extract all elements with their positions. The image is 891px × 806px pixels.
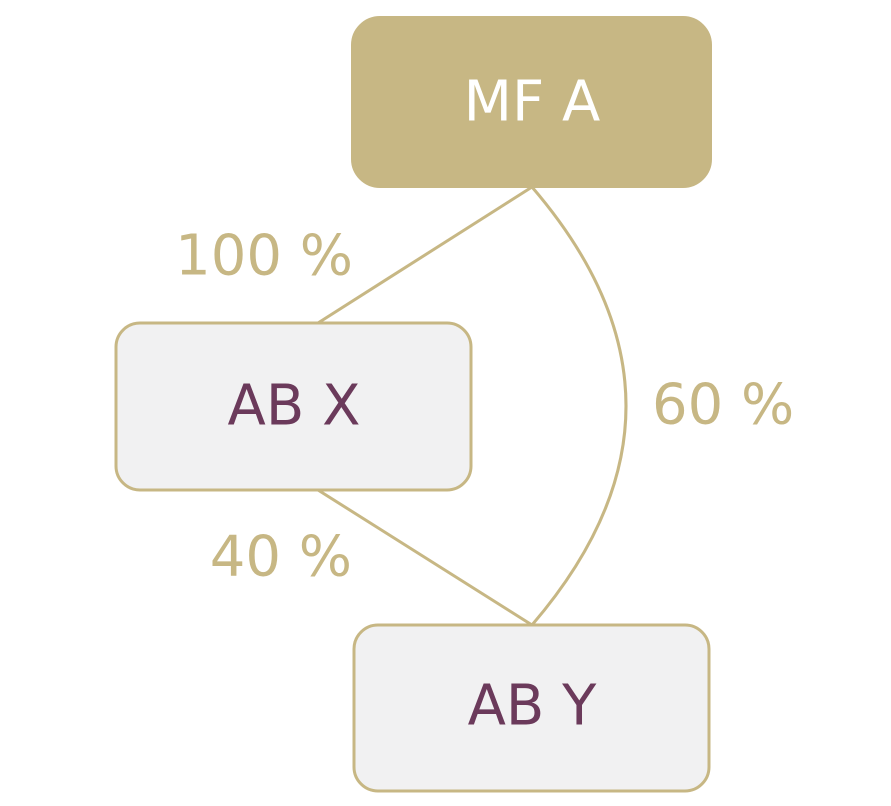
node-ab-y-box [352, 623, 711, 793]
node-ab-x[interactable]: AB X [114, 321, 473, 492]
node-mf-a-label: MF A [464, 70, 601, 135]
node-ab-x-label: AB X [228, 374, 361, 439]
node-mf-a-box [351, 16, 712, 188]
edge-label-ab-x-to-ab-y: 40 % [210, 525, 352, 590]
edge-mf-a-to-ab-y [530, 186, 628, 626]
node-ab-x-box [114, 321, 473, 492]
node-ab-y[interactable]: AB Y [352, 623, 711, 793]
edge-mf-a-to-ab-x [317, 185, 533, 325]
node-ab-y-label: AB Y [468, 674, 598, 739]
edge-ab-x-to-ab-y [317, 488, 533, 627]
edge-label-mf-a-to-ab-x: 100 % [175, 224, 353, 289]
edge-label-mf-a-to-ab-y: 60 % [652, 373, 794, 438]
node-mf-a[interactable]: MF A [351, 16, 712, 188]
